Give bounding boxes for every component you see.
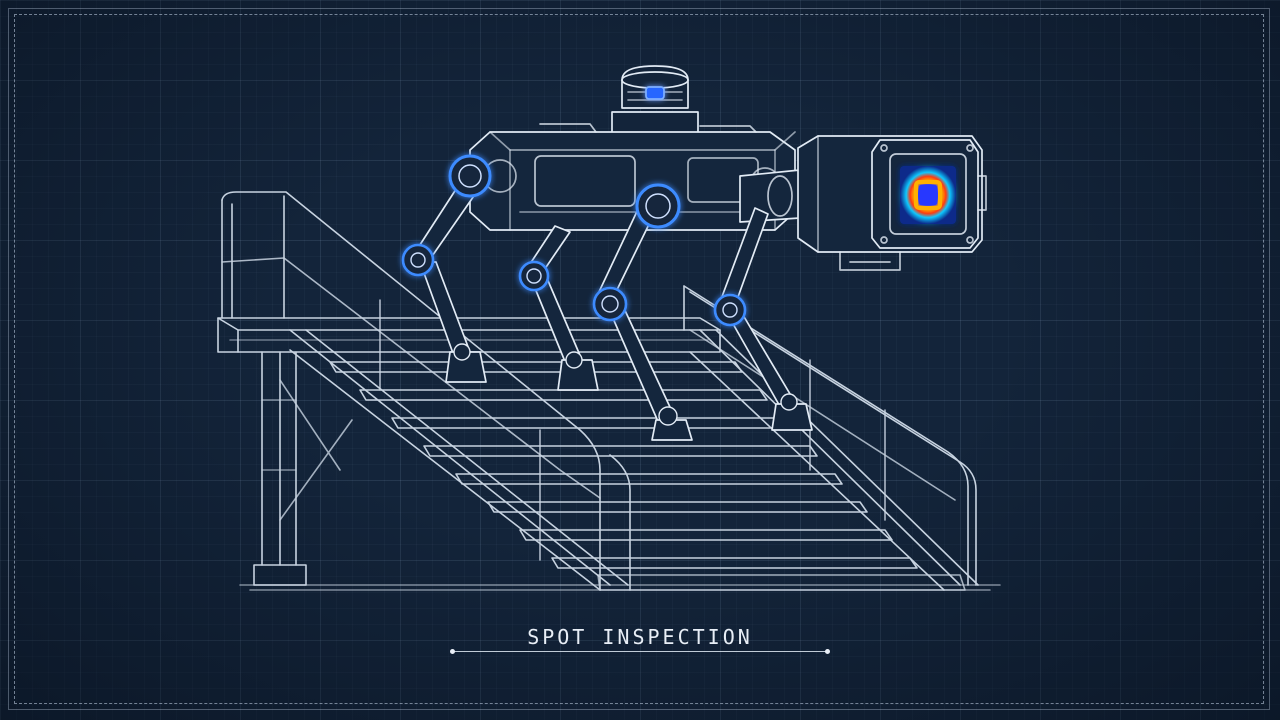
stair-stringer-right xyxy=(689,329,979,591)
actuator-joint-icon xyxy=(518,260,550,292)
landing-platform xyxy=(217,317,721,331)
actuator-joint-icon xyxy=(592,286,628,322)
actuator-joint-icon xyxy=(448,154,492,198)
thermal-camera-head xyxy=(797,135,987,271)
drawing-caption: SPOT INSPECTION xyxy=(527,625,753,649)
support-column-left xyxy=(261,351,297,566)
inspection-robot xyxy=(413,65,987,441)
caption-rule-dot-right xyxy=(825,649,830,654)
actuator-joint-icon xyxy=(635,183,681,229)
actuator-joints xyxy=(401,154,747,327)
actuator-joint-icon xyxy=(401,243,435,277)
staircase xyxy=(217,191,1001,591)
caption-underline xyxy=(453,651,827,652)
actuator-joint-icon xyxy=(713,293,747,327)
leg-front-right xyxy=(719,207,813,431)
leg-rear-right xyxy=(525,225,599,391)
blueprint-outer-border xyxy=(8,8,1270,710)
camera-neck xyxy=(739,169,801,223)
thermal-camera-icon xyxy=(900,166,956,224)
caption-rule-dot-left xyxy=(450,649,455,654)
stair-treads xyxy=(329,361,918,569)
blueprint-inner-border xyxy=(14,14,1264,704)
knee-joints xyxy=(453,343,798,426)
leg-front-left xyxy=(597,204,693,441)
railing-left xyxy=(221,195,285,319)
